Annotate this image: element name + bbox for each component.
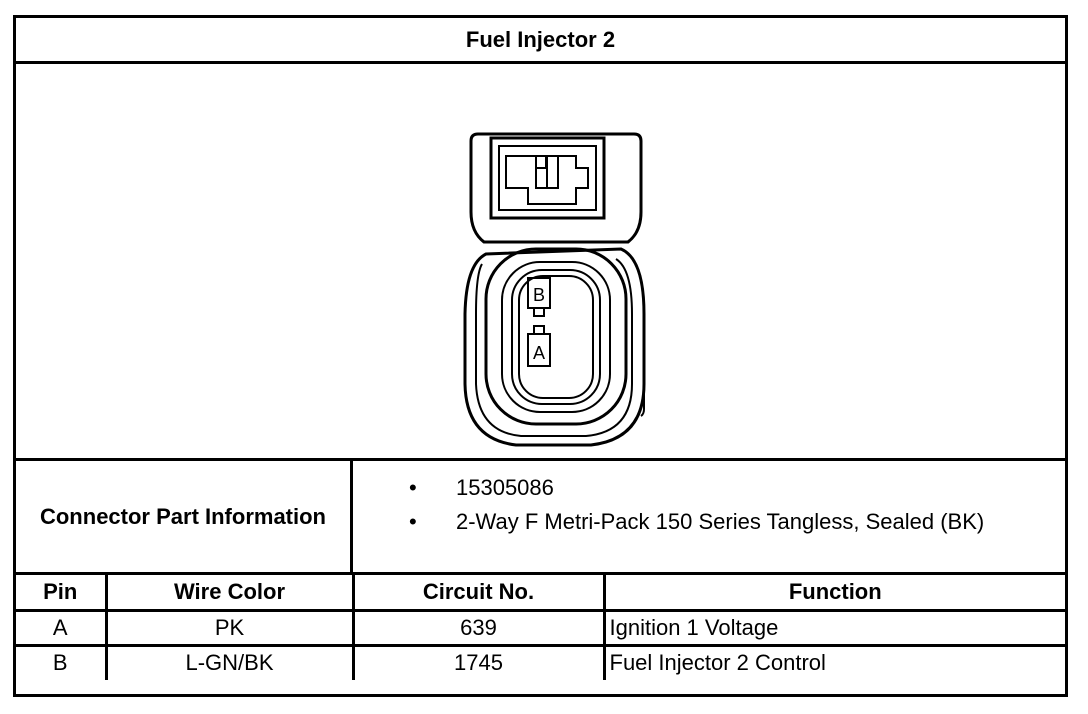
bullet-icon: • (409, 509, 417, 534)
part-description: 2-Way F Metri-Pack 150 Series Tangless, … (456, 509, 985, 534)
connector-illustration: B A (463, 132, 646, 447)
cell-function: Ignition 1 Voltage (602, 608, 1065, 647)
page-title: Fuel Injector 2 (16, 18, 1065, 64)
table-row: B L-GN/BK 1745 Fuel Injector 2 Control (16, 643, 1065, 680)
cell-pin: A (16, 608, 108, 647)
pinout-table: Pin Wire Color Circuit No. Function A PK… (16, 575, 1065, 680)
connector-sheet: Fuel Injector 2 B (13, 15, 1068, 697)
cell-pin: B (16, 643, 108, 680)
table-row: A PK 639 Ignition 1 Voltage (16, 608, 1065, 647)
connector-face-drawing: B A (16, 64, 1065, 458)
list-item: • 2-Way F Metri-Pack 150 Series Tangless,… (353, 505, 1065, 539)
part-number: 15305086 (456, 475, 554, 500)
cell-circuit: 1745 (351, 643, 606, 680)
column-header-wire-color: Wire Color (104, 575, 355, 612)
cell-function: Fuel Injector 2 Control (602, 643, 1065, 680)
cell-circuit: 639 (351, 608, 606, 647)
pin-label-a: A (533, 343, 545, 363)
part-information-list: • 15305086 • 2-Way F Metri-Pack 150 Series… (353, 471, 1065, 539)
cell-wire-color: L-GN/BK (104, 643, 355, 680)
part-information-label: Connector Part Information (16, 461, 353, 572)
cell-wire-color: PK (104, 608, 355, 647)
pin-label-b: B (533, 285, 545, 305)
table-header-row: Pin Wire Color Circuit No. Function (16, 575, 1065, 612)
bullet-icon: • (409, 475, 417, 500)
column-header-pin: Pin (16, 575, 108, 612)
column-header-circuit: Circuit No. (351, 575, 606, 612)
list-item: • 15305086 (353, 471, 1065, 505)
column-header-function: Function (602, 575, 1065, 612)
part-information-section: Connector Part Information • 15305086 • 2-… (16, 458, 1065, 575)
